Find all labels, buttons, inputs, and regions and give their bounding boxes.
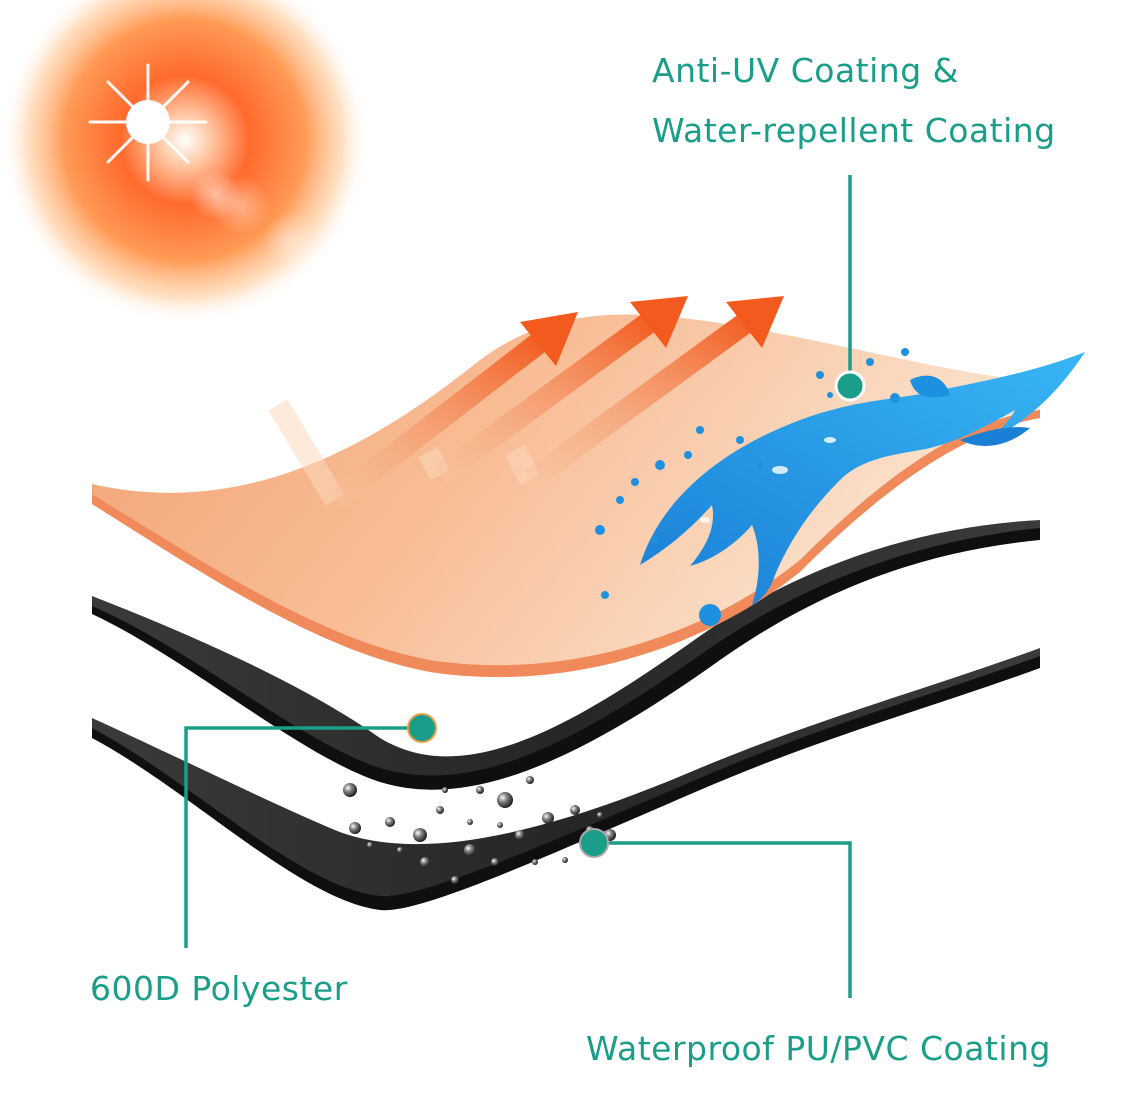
water-droplet [420,857,430,867]
water-droplet [442,787,448,793]
water-droplet [436,806,444,814]
water-droplet [515,830,525,840]
water-droplet [476,786,484,794]
water-droplet [497,822,503,828]
leader-dots [407,370,866,858]
anti-uv-layer [92,314,1040,678]
water-droplet [491,858,499,866]
sun-icon [0,0,370,325]
water-droplet [367,842,373,848]
leader-lines [184,175,852,998]
water-droplet [343,783,357,797]
label-600d-polyester: 600D Polyester [90,969,348,1008]
water-droplet [451,876,459,884]
water-droplet [542,812,554,824]
waterproof-coating-layer [92,648,1040,911]
water-droplet [397,847,403,853]
water-droplet [349,822,361,834]
water-droplet [597,812,603,818]
water-droplet [562,857,568,863]
label-water-repellent-coating: Water-repellent Coating [652,111,1056,150]
water-droplet [464,844,476,856]
label-anti-uv-coating: Anti-UV Coating & [652,51,959,90]
water-droplet [570,805,580,815]
heat-reflect-arrow-icon [268,296,784,509]
label-waterproof-pu-pvc-coating: Waterproof PU/PVC Coating [586,1029,1051,1068]
water-droplet [413,828,427,842]
water-droplet [526,776,534,784]
polyester-layer [92,520,1040,790]
water-droplet [532,859,538,865]
water-droplet [385,817,395,827]
water-droplet [497,792,513,808]
water-splash-icon [595,348,1085,626]
water-droplet [467,819,473,825]
